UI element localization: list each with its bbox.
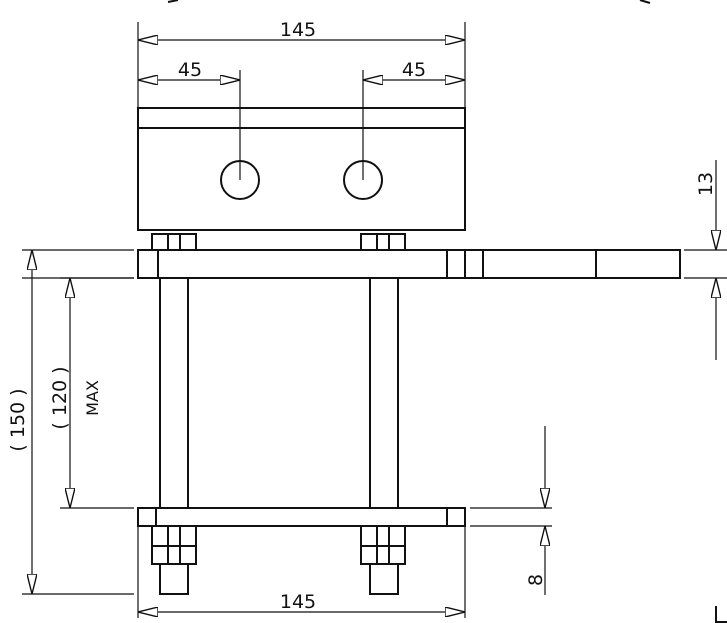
bottom-nut-left (151, 525, 197, 595)
dimension-label-plate-thickness: 13 (695, 172, 717, 196)
dimension-label-left-offset: 45 (178, 59, 202, 81)
dimension-bottom-width: 145 (137, 526, 466, 618)
stud-right (369, 277, 399, 509)
dimension-left-offset: 45 (138, 59, 241, 160)
dimension-overall-height: ( 150 ) (7, 250, 134, 595)
dimension-label-clamp-range: ( 120 ) (49, 366, 71, 429)
dimension-label-right-offset: 45 (402, 59, 426, 81)
bottom-plate (60, 507, 552, 527)
corner-mark-left (167, 0, 179, 3)
dimension-label-max: MAX (83, 380, 102, 416)
upper-clamp-body (137, 107, 466, 231)
dimension-bottom-plate-thickness: 8 (525, 426, 547, 595)
corner-mark-bottom-right (715, 606, 727, 623)
dimension-label-top-width: 145 (280, 19, 316, 41)
dimension-label-overall-height: ( 150 ) (7, 388, 29, 451)
flange-plate (22, 249, 681, 279)
dimension-plate-thickness: 13 (684, 160, 727, 360)
bottom-nut-right (360, 525, 406, 595)
top-nut-right (360, 233, 406, 251)
dimension-clamp-range: ( 120 ) MAX (49, 277, 134, 508)
dimension-label-bottom-plate-thickness: 8 (525, 574, 547, 586)
dimension-top-width: 145 (137, 19, 466, 108)
dimension-right-offset: 45 (362, 59, 465, 160)
top-nut-left (151, 233, 197, 251)
dimension-label-bottom-width: 145 (280, 591, 316, 613)
stud-left (159, 277, 189, 509)
corner-mark-right (639, 0, 651, 4)
